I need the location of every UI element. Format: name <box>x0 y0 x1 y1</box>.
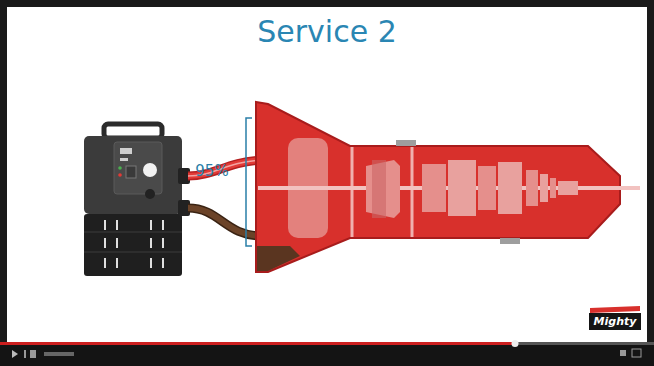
bracket-line <box>246 118 252 246</box>
case-divider <box>351 147 354 237</box>
body-seam <box>84 231 182 233</box>
slide-title: Service 2 <box>257 14 397 49</box>
machine-lower-body <box>84 214 182 276</box>
body-stripe <box>150 220 152 230</box>
panel-display <box>120 148 132 154</box>
settings-button <box>620 350 626 356</box>
body-stripe <box>162 238 164 248</box>
brand-logo: Mighty <box>589 313 642 330</box>
logo-stripe <box>590 306 640 313</box>
output-gear <box>558 181 578 195</box>
body-stripe <box>116 238 118 248</box>
frame-top <box>0 0 654 7</box>
mount-tab <box>500 238 520 244</box>
frame-right <box>647 0 654 366</box>
status-light <box>118 173 122 177</box>
case-divider <box>411 147 414 237</box>
skip-button <box>24 350 26 358</box>
panel-indicator <box>120 158 128 161</box>
body-stripes <box>104 220 164 268</box>
machine-upper-body <box>84 136 182 214</box>
progress-fill <box>0 342 515 345</box>
body-stripe <box>116 220 118 230</box>
transmission <box>256 102 640 272</box>
planetary-gear <box>478 166 496 210</box>
percent-label: 95% <box>192 162 231 180</box>
body-stripe <box>162 220 164 230</box>
status-light <box>118 166 122 170</box>
volume-button <box>30 350 36 358</box>
gear-set <box>550 178 556 198</box>
control-panel <box>114 142 162 194</box>
progress-knob <box>512 340 519 347</box>
return-hose <box>188 208 262 236</box>
progress-track <box>0 342 654 345</box>
body-stripe <box>150 258 152 268</box>
return-hose-outline <box>188 208 262 236</box>
machine-handle <box>104 124 162 138</box>
body-stripe <box>162 258 164 268</box>
panel-switch <box>126 166 136 178</box>
level-bracket <box>246 118 252 246</box>
old-fluid <box>257 246 300 271</box>
gear-set <box>526 170 538 206</box>
planetary-gear <box>498 162 522 214</box>
frame-left <box>0 0 7 366</box>
time-readout <box>44 352 74 356</box>
body-stripe <box>116 258 118 268</box>
mount-tab <box>396 140 416 146</box>
body-stripe <box>104 238 106 248</box>
service-machine <box>84 124 190 276</box>
pump <box>366 160 400 218</box>
panel-knob <box>143 163 157 177</box>
gear-set <box>540 174 548 202</box>
body-stripe <box>150 238 152 248</box>
play-button <box>12 350 18 358</box>
player-bar <box>0 342 654 366</box>
body-stripe <box>104 220 106 230</box>
fullscreen-button <box>632 349 641 357</box>
clutch-pack <box>448 160 476 216</box>
panel-port <box>145 189 155 199</box>
body-stripe <box>104 258 106 268</box>
clutch-pack <box>422 164 446 212</box>
body-seam <box>84 251 182 253</box>
hoses <box>188 160 262 236</box>
pump-gear <box>372 160 386 218</box>
